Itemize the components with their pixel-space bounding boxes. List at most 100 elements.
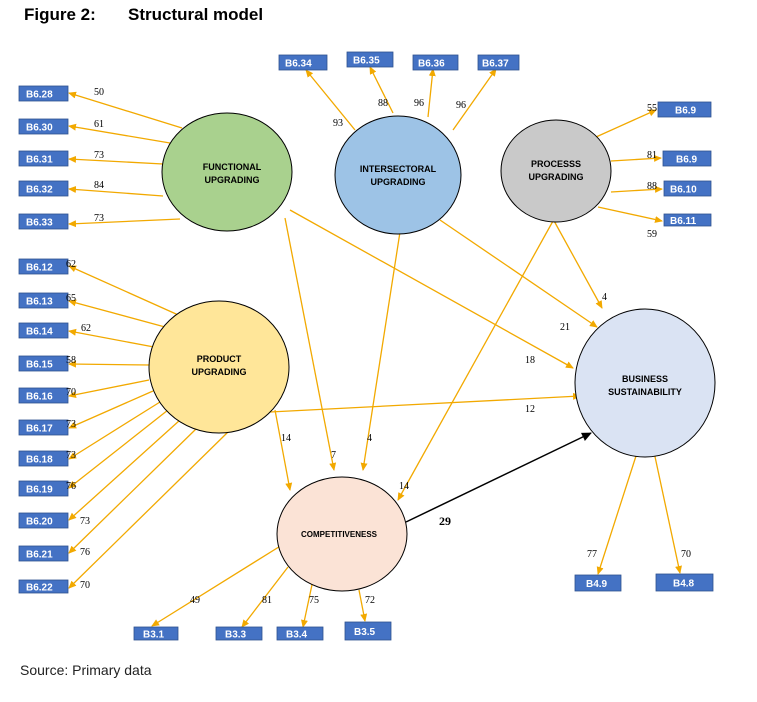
loading-arrow-b6-20: [68, 419, 181, 521]
loading-arrow-b3-4: [301, 579, 314, 628]
indicator-label: B6.9: [676, 155, 698, 166]
loading-value: 93: [333, 118, 343, 129]
coefficient-functional-business: 18: [525, 355, 535, 366]
indicator-label: B6.35: [353, 56, 380, 67]
indicator-box: B6.13: [18, 292, 69, 309]
loading-value: 55: [647, 103, 657, 114]
indicator-box: B6.14: [18, 322, 69, 339]
indicator-label: B6.36: [418, 59, 445, 70]
loading-value: 73: [66, 450, 76, 461]
loading-value: 59: [647, 229, 657, 240]
indicator-box: B6.12: [18, 258, 69, 275]
functional-upgrading-label-line2: UPGRADING: [204, 175, 259, 185]
indicator-label: B6.21: [26, 550, 53, 561]
figure-label: Figure 2:: [24, 5, 96, 24]
indicator-label: B6.32: [26, 185, 53, 196]
indicator-box: B3.1: [133, 626, 179, 641]
loading-arrow-b3-5: [358, 589, 368, 622]
indicator-box: B6.17: [18, 419, 69, 436]
indicator-label: B4.8: [673, 579, 695, 590]
loading-value: 58: [66, 355, 76, 366]
figure-title: Structural model: [128, 5, 264, 24]
path-process-to-competitiveness: [397, 220, 554, 501]
path-functional-to-competitiveness: [284, 217, 337, 471]
loading-arrow-b6-21: [68, 427, 198, 554]
loading-arrow-b4-8: [653, 451, 682, 574]
product-upgrading-label-line1: PRODUCT: [197, 354, 242, 364]
loading-arrow-b6-30: [68, 123, 171, 144]
figure-heading: Figure 2: Structural model: [24, 5, 263, 25]
construct-functional-upgrading: FUNCTIONAL UPGRADING: [161, 112, 293, 232]
indicator-box: B6.19: [18, 480, 69, 497]
loading-value: 81: [262, 595, 272, 606]
indicator-label: B6.31: [26, 155, 53, 166]
coefficient-functional-competitiveness: 7: [331, 450, 336, 461]
loading-value: 75: [309, 595, 319, 606]
loading-value: 65: [66, 293, 76, 304]
loading-value: 77: [587, 549, 597, 560]
construct-processs-upgrading: PROCESSS UPGRADING: [500, 119, 612, 223]
loading-value: 76: [66, 481, 76, 492]
indicator-label: B6.28: [26, 90, 53, 101]
indicator-box: B6.11: [663, 213, 712, 227]
intersectoral-upgrading-ellipse: [334, 115, 462, 235]
path-process-to-business: [552, 218, 603, 309]
loading-value: 84: [94, 180, 104, 191]
path-intersectoral-to-business: [439, 219, 598, 328]
loading-value: 73: [94, 213, 104, 224]
indicator-box: B6.22: [18, 579, 69, 594]
functional-upgrading-ellipse: [161, 112, 293, 232]
loading-arrow-b6-13: [68, 299, 166, 328]
indicator-label: B6.11: [670, 216, 697, 227]
source-note: Source: Primary data: [20, 662, 152, 678]
loading-arrow-b6-10: [610, 185, 663, 193]
indicator-label: B6.12: [26, 263, 53, 274]
loading-arrow-b6-14: [68, 328, 155, 348]
loading-value: 62: [66, 259, 76, 270]
business-sustainability-label-line2: SUSTAINABILITY: [608, 387, 682, 397]
loading-arrow-b6-9a: [595, 109, 657, 138]
intersectoral-upgrading-label-line1: INTERSECTORAL: [360, 164, 437, 174]
loading-arrow-b6-22: [68, 431, 229, 589]
indicator-box: B6.37: [477, 54, 520, 71]
construct-business-sustainability: BUSINESS SUSTAINABILITY: [574, 308, 716, 458]
indicator-box: B6.28: [18, 85, 69, 102]
coefficient-process-business: 4: [602, 292, 607, 303]
indicator-label: B3.4: [286, 630, 308, 641]
indicator-box: B6.35: [346, 51, 394, 68]
coefficient-process-competitiveness: 14: [399, 481, 409, 492]
loading-value: 88: [378, 98, 388, 109]
indicator-label: B3.3: [225, 630, 247, 641]
indicator-box: B3.5: [344, 621, 392, 641]
processs-upgrading-label-line2: UPGRADING: [528, 172, 583, 182]
loading-arrow-b6-12: [68, 265, 186, 319]
loading-arrow-b4-9: [596, 455, 637, 575]
loading-arrow-b3-1: [151, 544, 283, 627]
loading-arrow-b6-28: [68, 91, 183, 129]
loading-arrow-b6-33: [68, 218, 181, 228]
loading-value: 70: [80, 580, 90, 591]
business-sustainability-ellipse: [574, 308, 716, 458]
construct-competitiveness: COMPETITIVENESS: [276, 476, 408, 592]
loading-value: 50: [94, 87, 104, 98]
construct-product-upgrading: PRODUCT UPGRADING: [148, 300, 290, 434]
loading-arrow-b6-34: [305, 69, 356, 131]
indicator-label: B6.16: [26, 392, 53, 403]
loading-value: 81: [647, 150, 657, 161]
loading-value: 70: [66, 387, 76, 398]
loading-value: 73: [80, 516, 90, 527]
indicator-box: B6.18: [18, 450, 69, 467]
loading-value: 88: [647, 181, 657, 192]
loading-value: 76: [80, 547, 90, 558]
indicator-label: B6.34: [285, 59, 312, 70]
indicator-box: B6.10: [663, 180, 712, 197]
functional-upgrading-label-line1: FUNCTIONAL: [203, 162, 262, 172]
indicator-label: B3.5: [354, 627, 376, 638]
indicator-box: B6.9: [657, 101, 712, 118]
loading-value: 62: [81, 323, 91, 334]
loading-value: 61: [94, 119, 104, 130]
indicator-box: B6.32: [18, 180, 69, 197]
competitiveness-label: COMPETITIVENESS: [301, 530, 378, 539]
indicator-box: B6.15: [18, 355, 69, 372]
